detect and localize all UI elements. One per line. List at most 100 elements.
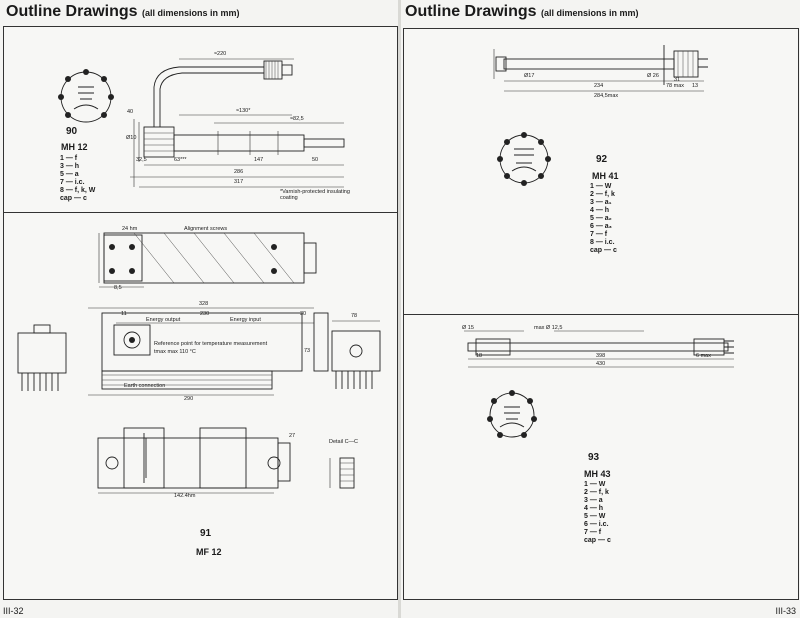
pin-row: 3 — a: [584, 497, 603, 504]
tube-93-shaft: [467, 342, 729, 352]
drawing-92-pin-list: 1 — W 2 — f, k 3 — a₁ 4 — h 5 — a₂ 6 — a…: [590, 183, 617, 255]
dim-17: Ø17: [524, 73, 535, 79]
dim-398: 398: [596, 353, 606, 359]
dim-290: 290: [184, 396, 194, 402]
drawing-90-note: *Varnish-protected insulating coating: [280, 189, 350, 201]
drawing-92-number: 92: [596, 154, 608, 165]
dim-40: 40: [127, 109, 134, 115]
drawing-91-type: MF 12: [196, 547, 222, 557]
dim-78-max: 78 max: [666, 83, 685, 89]
tube-92-pins: [497, 132, 551, 186]
label-energy-input: Energy input: [230, 317, 261, 323]
panel-drawing-92: Ø17 Ø 26 31 234 78 max 13 284,5max 92 MH…: [403, 28, 799, 316]
dim-26: Ø 26: [647, 73, 659, 79]
pin-row: 8 — f, k, W: [60, 187, 96, 194]
drawing-90-number: 90: [66, 126, 78, 137]
tube-neck: [153, 66, 264, 127]
left-page-subtitle: (all dimensions in mm): [142, 8, 240, 18]
housing-bottom: [97, 437, 279, 489]
dim-15: Ø 15: [462, 325, 474, 331]
dim-32: 32,5: [136, 157, 147, 163]
tube-92-shaft: [503, 58, 675, 70]
drawing-91-number: 91: [200, 528, 212, 539]
dim-50: 50: [312, 157, 319, 163]
label-detail-cc: Detail C—C: [329, 439, 359, 445]
dim-27: 27: [289, 433, 296, 439]
drawing-90-type: MH 12: [61, 142, 88, 152]
label-tmax: tmax max 110 °C: [154, 349, 196, 355]
pin-row: 6 — i.c.: [584, 521, 609, 528]
pin-row: 8 — i.c.: [590, 239, 615, 246]
book-gutter: [398, 0, 402, 618]
dim-24: 24 hm: [122, 226, 138, 232]
dim-73: 73: [304, 348, 311, 354]
pin-row: cap — c: [584, 537, 611, 544]
dim-18: 18: [476, 353, 483, 359]
right-page-subtitle: (all dimensions in mm): [541, 8, 639, 18]
left-page: Outline Drawings (all dimensions in mm): [0, 0, 399, 618]
dim-430: 430: [596, 361, 606, 367]
panel-drawing-91: Alignment screws 24 hm 8,5 328 11 230 30…: [3, 212, 398, 600]
pin-row: 5 — W: [584, 513, 606, 520]
tube-93-pins: [487, 390, 537, 438]
pin-row: 2 — f, k: [584, 489, 609, 496]
detail-cc: [339, 457, 355, 489]
dim-63: 63***: [174, 157, 187, 163]
panel-drawing-93: Ø 15 max Ø 12,5 18 398 6 max 430 93 MH 4…: [403, 314, 799, 600]
dim-10: Ø10: [126, 135, 137, 141]
dim-13: 13: [692, 83, 699, 89]
pin-row: 5 — a: [60, 171, 79, 178]
dim-317: 317: [234, 179, 244, 185]
dim-83: 8,5: [114, 285, 122, 291]
tube-shaft: [173, 134, 305, 152]
pin-row: 3 — a₁: [590, 199, 612, 206]
dim-286: 286: [234, 169, 244, 175]
right-page-number: III-33: [775, 606, 796, 616]
dim-82: ≈82,5: [290, 116, 304, 122]
dim-12-5: max Ø 12,5: [534, 325, 563, 331]
dim-31: 31: [674, 77, 681, 83]
tube-cap: [263, 60, 283, 80]
dim-30: 30: [300, 311, 307, 317]
pin-row: 4 — h: [584, 505, 604, 512]
drawing-93-svg: [464, 330, 734, 438]
right-page: Outline Drawings (all dimensions in mm): [401, 0, 800, 618]
pin-row: 3 — h: [60, 163, 80, 170]
tube-body: [143, 126, 175, 158]
pin-row: 6 — a₃: [590, 223, 612, 230]
drawing-92-type: MH 41: [592, 171, 619, 181]
pin-row: 5 — a₂: [590, 215, 612, 222]
dim-142: 142.4hm: [174, 493, 196, 499]
dim-328: 328: [199, 301, 209, 307]
drawing-93-type: MH 43: [584, 469, 611, 479]
drawing-91-svg: [17, 232, 381, 494]
label-alignment-screws: Alignment screws: [184, 226, 228, 232]
base-pins: [58, 69, 114, 118]
dim-130: ≈130*: [236, 108, 251, 114]
label-energy-output: Energy output: [146, 317, 181, 323]
end-view-right: [331, 330, 381, 372]
drawing-93-pin-list: 1 — W 2 — f, k 3 — a 4 — h 5 — W 6 — i.c…: [584, 481, 611, 545]
dim-11: 11: [121, 311, 127, 317]
pin-row: 1 — W: [590, 183, 612, 190]
pin-row: 7 — f: [590, 231, 608, 238]
pin-row: 7 — f: [584, 529, 602, 536]
drawing-90-pin-list: 1 — f 3 — h 5 — a 7 — i.c. 8 — f, k, W c…: [60, 155, 95, 203]
drawing-93-number: 93: [588, 452, 600, 463]
drawing-92-svg: [493, 45, 708, 186]
pin-row: 1 — f: [60, 155, 78, 162]
dim-220: ≈220: [214, 51, 227, 57]
left-page-number: III-32: [3, 606, 24, 616]
dim-147: 147: [254, 157, 264, 163]
dim-6-max: 6 max: [696, 353, 711, 359]
drawing-90-svg: [58, 58, 345, 188]
pin-row: cap — c: [590, 247, 617, 254]
left-page-title: Outline Drawings (all dimensions in mm): [6, 3, 240, 20]
dim-230: 230: [200, 311, 210, 317]
dim-284: 284,5max: [594, 93, 619, 99]
pin-row: 1 — W: [584, 481, 606, 488]
pin-row: 2 — f, k: [590, 191, 615, 198]
right-page-title: Outline Drawings (all dimensions in mm): [405, 3, 639, 20]
label-reference-point: Reference point for temperature measurem…: [154, 341, 268, 347]
